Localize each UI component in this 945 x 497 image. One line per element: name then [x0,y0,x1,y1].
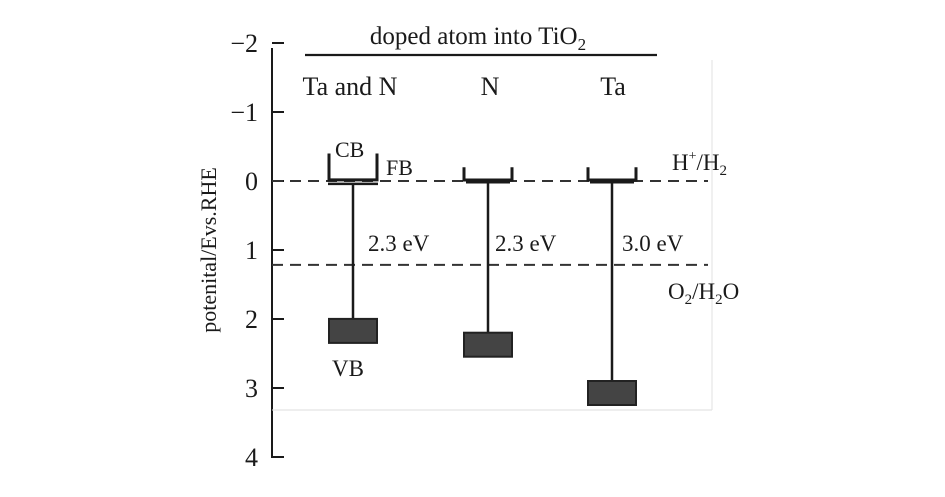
sample-header-n: N [481,72,500,101]
band-column [327,153,379,344]
y-axis-ticks: −2 −1 0 1 2 3 4 [230,29,284,472]
valence-band [463,331,513,358]
sample-header-ta-and-n: Ta and N [303,72,398,101]
group-header: doped atom into TiO2 [370,23,586,54]
sample-header-ta: Ta [600,72,626,101]
oxygen-reference-label: O2/H2O [668,279,739,308]
gap-label-ta: 3.0 eV [622,231,684,256]
y-tick-label: 0 [245,167,258,196]
y-tick-label: 4 [245,443,258,472]
conduction-band [462,167,514,182]
valence-band [587,380,637,406]
gap-label-ta-and-n: 2.3 eV [368,231,430,256]
y-tick-label: −1 [230,98,258,127]
cb-label: CB [335,137,364,162]
hydrogen-reference-label: H+/H2 [672,149,727,179]
y-axis-label: potenital/Evs.RHE [196,167,221,333]
valence-band [328,317,378,344]
band-columns [327,153,638,406]
gap-label-n: 2.3 eV [495,231,557,256]
band-column [586,167,638,406]
y-tick-label: 1 [245,236,258,265]
y-tick-label: 2 [245,305,258,334]
vb-label: VB [332,356,364,381]
y-tick-label: 3 [245,374,258,403]
conduction-band [586,167,638,182]
y-tick-label: −2 [230,29,258,58]
fb-label: FB [386,155,413,180]
conduction-band [327,153,379,182]
band-column [462,167,514,358]
